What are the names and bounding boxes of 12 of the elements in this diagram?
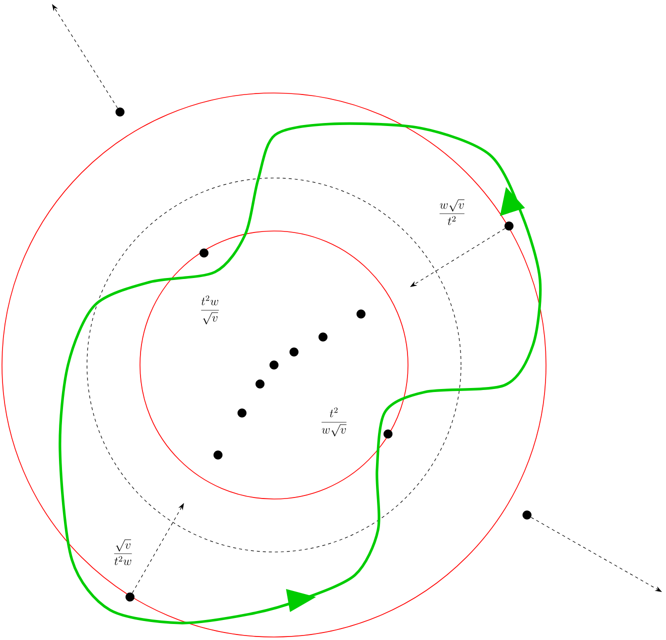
dot xyxy=(126,592,134,602)
dashed-arrow xyxy=(530,517,662,592)
formula-label: $\frac{t^2w}{\sqrt{v}}$ xyxy=(201,295,219,324)
dashed-arrow xyxy=(52,4,118,108)
dot xyxy=(522,510,532,520)
dot xyxy=(116,108,124,116)
formula-label: $\frac{\sqrt{v}}{t^2w}$ xyxy=(114,540,132,566)
formula-label: $\frac{w\sqrt{v}}{t^2}$ xyxy=(440,200,464,226)
dashed-arrow xyxy=(410,228,506,287)
dot xyxy=(504,222,514,230)
formula-label: $\frac{t^2}{w\sqrt{v}}$ xyxy=(322,407,346,436)
dashed-arrow xyxy=(132,503,184,594)
